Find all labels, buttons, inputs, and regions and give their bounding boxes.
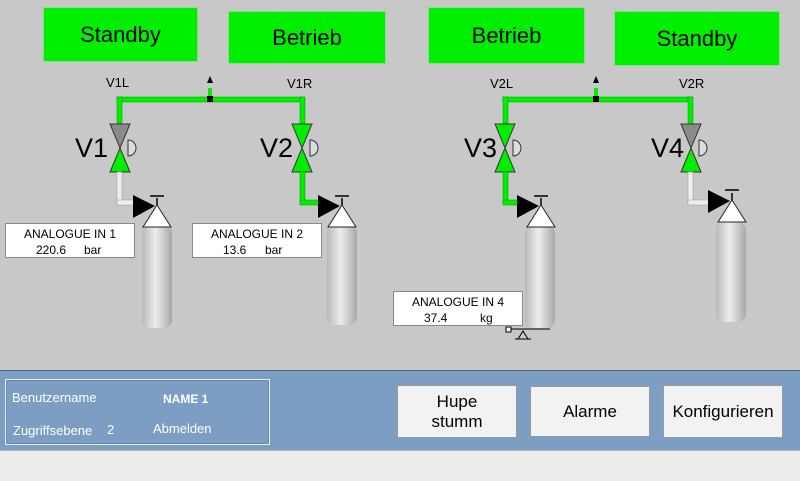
status-box-v2: Betrieb (228, 11, 386, 64)
valve-label-v1r: V1R (287, 76, 313, 91)
mute-horn-button[interactable]: Hupe stumm (397, 385, 517, 438)
valve-label-v2r: V2R (679, 76, 705, 91)
valve-v3 (494, 123, 526, 206)
bottom-status-bar (0, 450, 800, 481)
username-label: Benutzername (12, 390, 97, 405)
analog-input-title: ANALOGUE IN 2 (210, 227, 304, 241)
logout-link[interactable]: Abmelden (153, 421, 212, 436)
mute-horn-label-line1: Hupe (436, 391, 478, 411)
valve-name-v2: V2 (260, 133, 294, 163)
valve-v2 (291, 123, 323, 206)
status-label: Standby (656, 25, 738, 51)
access-level-value: 2 (107, 422, 115, 437)
analog-input-unit: kg (480, 311, 493, 325)
user-info-box: Benutzername NAME 1 Zugriffsebene 2 Abme… (5, 379, 270, 445)
username-value: NAME 1 (163, 392, 209, 406)
access-level-label: Zugriffsebene (13, 423, 93, 438)
analog-input-unit: bar (84, 243, 102, 257)
status-label: Betrieb (272, 24, 342, 50)
alarms-label: Alarme (563, 401, 617, 421)
piping-graphic (109, 76, 747, 340)
valve-name-v1: V1 (75, 133, 109, 163)
gas-cylinder-2 (318, 195, 357, 325)
valve-label-v2l: V2L (490, 76, 514, 91)
valve-v4 (680, 123, 711, 206)
analog-input-1: ANALOGUE IN 1 220.6 bar (5, 223, 135, 258)
footer-panel: Benutzername NAME 1 Zugriffsebene 2 Abme… (0, 370, 800, 451)
analog-input-4: ANALOGUE IN 4 37.4 kg (393, 291, 523, 326)
status-box-v4: Standby (614, 11, 780, 66)
analog-input-title: ANALOGUE IN 1 (23, 227, 117, 241)
gas-cylinder-1 (133, 195, 172, 328)
analog-input-value: 13.6 (223, 243, 247, 257)
status-box-v3: Betrieb (428, 7, 585, 64)
analog-input-title: ANALOGUE IN 4 (411, 295, 505, 309)
analog-input-2: ANALOGUE IN 2 13.6 bar (192, 223, 322, 258)
status-box-v1: Standby (43, 7, 198, 62)
header-line-left (116, 76, 306, 124)
status-label: Betrieb (471, 22, 542, 48)
configure-button[interactable]: Konfigurieren (663, 385, 783, 438)
scale-icon (505, 326, 550, 340)
valve-name-v4: V4 (651, 133, 685, 163)
header-line-right (502, 76, 694, 124)
analog-input-value: 220.6 (36, 243, 67, 257)
gas-cylinder-4 (708, 189, 747, 322)
valve-v1 (109, 123, 140, 206)
analog-input-unit: bar (265, 243, 283, 257)
gas-cylinder-3 (517, 195, 556, 328)
alarms-button[interactable]: Alarme (530, 386, 650, 437)
valve-label-v1l: V1L (106, 75, 130, 90)
mute-horn-label-line2: stumm (431, 411, 483, 431)
configure-label: Konfigurieren (672, 401, 774, 421)
analog-input-value: 37.4 (424, 311, 448, 325)
status-label: Standby (80, 21, 161, 47)
process-diagram: Standby Betrieb Betrieb Standby V1L V1R … (5, 7, 780, 340)
valve-name-v3: V3 (464, 133, 498, 163)
